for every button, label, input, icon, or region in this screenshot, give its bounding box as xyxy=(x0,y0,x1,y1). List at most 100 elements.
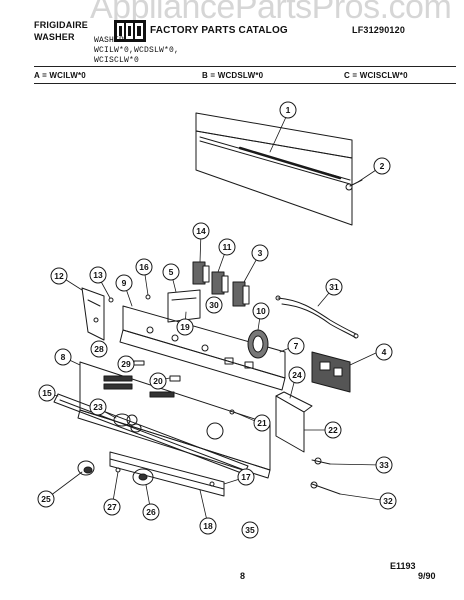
callout-circle xyxy=(325,278,343,296)
callout-circle xyxy=(324,421,342,439)
callout-25: 25 xyxy=(37,490,55,508)
callout-circle xyxy=(38,384,56,402)
callout-label: 35 xyxy=(245,525,255,535)
part-dial-26 xyxy=(132,468,154,486)
callout-label: 23 xyxy=(93,402,103,412)
callout-label: 10 xyxy=(256,306,266,316)
part-bracket-22 xyxy=(275,391,313,453)
callout-4: 4 xyxy=(375,343,393,361)
callout-circle xyxy=(279,101,297,119)
callout-circle xyxy=(142,503,160,521)
callout-16: 16 xyxy=(135,258,153,276)
callout-18: 18 xyxy=(199,517,217,535)
callout-10: 10 xyxy=(252,302,270,320)
callout-35: 35 xyxy=(241,521,259,539)
part-clip-16 xyxy=(145,294,151,300)
callout-label: 25 xyxy=(41,494,51,504)
callout-23: 23 xyxy=(89,398,107,416)
header-rule xyxy=(34,66,456,67)
part-screw-32 xyxy=(310,481,341,495)
callout-circle xyxy=(117,355,135,373)
models-line1: WCILW*0,WCDSLW*0, xyxy=(94,46,180,55)
callout-label: 19 xyxy=(180,322,190,332)
callout-9: 9 xyxy=(115,274,133,292)
callout-circle xyxy=(115,274,133,292)
callout-19: 19 xyxy=(176,318,194,336)
callout-8: 8 xyxy=(54,348,72,366)
brand-line1: FRIGIDAIRE xyxy=(34,20,89,30)
callout-29: 29 xyxy=(117,355,135,373)
legend-a: A = WCILW*0 xyxy=(34,71,86,80)
part-knob-25 xyxy=(77,460,95,476)
callout-3: 3 xyxy=(251,244,269,262)
part-switch-14 xyxy=(192,261,210,285)
callout-27: 27 xyxy=(103,498,121,516)
part-bracket-12 xyxy=(81,287,105,341)
callout-circle xyxy=(251,244,269,262)
part-valve-4 xyxy=(311,351,351,393)
callout-2: 2 xyxy=(373,157,391,175)
catalog-title: FACTORY PARTS CATALOG xyxy=(150,25,288,36)
callout-circle xyxy=(375,456,393,474)
callout-circle xyxy=(90,340,108,358)
brand-line2: WASHER xyxy=(34,32,75,42)
callout-12: 12 xyxy=(50,267,68,285)
callout-30: 30 xyxy=(205,296,223,314)
catalog-number: LF31290120 xyxy=(352,25,406,35)
callout-label: 26 xyxy=(146,507,156,517)
callout-label: 31 xyxy=(329,282,339,292)
callout-circle xyxy=(252,302,270,320)
part-clip-29 xyxy=(133,360,145,366)
callout-circle xyxy=(135,258,153,276)
callout-label: 27 xyxy=(107,502,117,512)
part-switch-3 xyxy=(232,281,250,307)
callout-15: 15 xyxy=(38,384,56,402)
part-clip-13 xyxy=(108,297,114,303)
callout-circle xyxy=(288,366,306,384)
callout-circle xyxy=(89,398,107,416)
part-timer-10 xyxy=(247,329,269,359)
callout-circle xyxy=(37,490,55,508)
callout-1: 1 xyxy=(279,101,297,119)
callout-circle xyxy=(241,521,259,539)
callout-label: 15 xyxy=(42,388,52,398)
callout-24: 24 xyxy=(288,366,306,384)
callout-circle xyxy=(162,263,180,281)
callout-circle xyxy=(253,414,271,432)
callout-circle xyxy=(176,318,194,336)
callout-13: 13 xyxy=(89,266,107,284)
callout-circle xyxy=(50,267,68,285)
callout-label: 28 xyxy=(94,344,104,354)
part-harness-31 xyxy=(275,295,359,339)
callout-label: 2 xyxy=(380,161,385,171)
callout-20: 20 xyxy=(149,372,167,390)
legend-rule xyxy=(34,83,456,84)
callout-circle xyxy=(237,468,255,486)
legend-b: B = WCDSLW*0 xyxy=(202,71,264,80)
callout-circle xyxy=(199,517,217,535)
callout-circle xyxy=(192,222,210,240)
callout-label: 12 xyxy=(54,271,64,281)
figure-code: E1193 xyxy=(390,561,416,571)
callout-label: 11 xyxy=(223,242,232,252)
brand-logo xyxy=(114,20,146,42)
callout-21: 21 xyxy=(253,414,271,432)
part-clip-20 xyxy=(169,375,181,382)
callout-label: 24 xyxy=(292,370,302,380)
callout-label: 14 xyxy=(196,226,206,236)
part-screw-2 xyxy=(345,179,363,191)
callout-5: 5 xyxy=(162,263,180,281)
callout-label: 7 xyxy=(294,341,299,351)
part-console-8 xyxy=(77,361,271,479)
callout-label: 29 xyxy=(121,359,131,369)
callout-label: 17 xyxy=(241,472,251,482)
callout-label: 33 xyxy=(379,460,389,470)
callout-label: 16 xyxy=(139,262,149,272)
callout-label: 5 xyxy=(169,267,174,277)
product-name: WASHER xyxy=(94,36,125,45)
callout-circle xyxy=(54,348,72,366)
callout-label: 1 xyxy=(286,105,291,115)
part-switch-11 xyxy=(211,271,229,295)
callout-circle xyxy=(149,372,167,390)
